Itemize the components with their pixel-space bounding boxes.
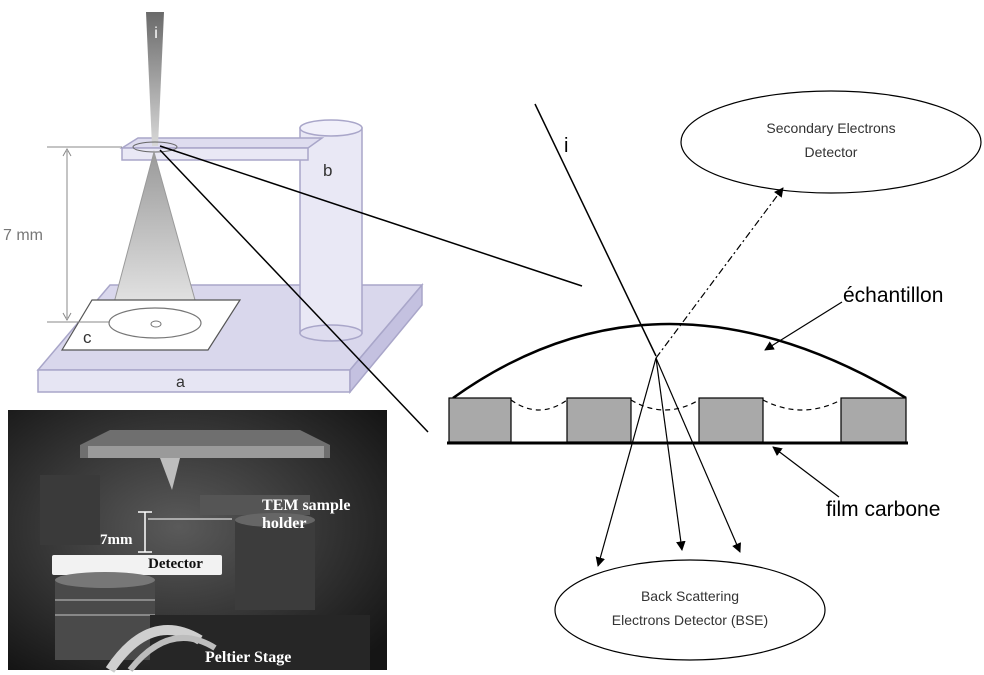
film-label: film carbone <box>826 498 940 521</box>
membrane-dashed <box>510 399 842 411</box>
photo-panel: 7mm Detector TEM sample holder Peltier S… <box>8 410 387 673</box>
se-detector-label-line1: Secondary Electrons <box>766 120 895 136</box>
bse-detector <box>554 559 826 661</box>
photo-distance-label: 7mm <box>100 532 133 548</box>
bse-rays <box>595 357 741 567</box>
plate-label-c: c <box>83 328 92 347</box>
secondary-electron-path <box>655 187 784 359</box>
photo-holder-label-line2: holder <box>262 515 306 532</box>
zoom-line-lower <box>159 149 429 433</box>
cylinder-label-b: b <box>323 161 332 180</box>
photo-detector-bar <box>52 555 222 575</box>
cylinder-b <box>299 119 363 342</box>
photo-stage-label: Peltier Stage <box>205 649 291 666</box>
sample-dome <box>452 322 907 400</box>
se-detector-label-line2: Detector <box>805 144 858 160</box>
schematic: i b 7 mm c a <box>3 12 424 395</box>
photo-detector-label: Detector <box>148 556 203 572</box>
sample-label: échantillon <box>843 284 943 307</box>
se-detector <box>680 90 982 194</box>
incident-beam-line <box>534 103 657 357</box>
zoom-line-upper <box>159 145 583 287</box>
grid-bars <box>448 397 907 443</box>
sample-pointer <box>764 301 843 351</box>
beam-label-i: i <box>154 25 158 42</box>
stage-label-a: a <box>176 374 185 391</box>
film-pointer <box>772 446 840 498</box>
detail-diagram: Secondary Electrons Detector Back Scatte… <box>447 90 982 661</box>
detail-beam-label-i: i <box>564 135 568 157</box>
bse-detector-label-line1: Back Scattering <box>641 588 739 604</box>
incident-beam-cone <box>146 12 164 146</box>
bse-detector-label-line2: Electrons Detector (BSE) <box>612 612 768 628</box>
distance-label: 7 mm <box>3 227 43 244</box>
sample-spot <box>132 141 178 153</box>
photo-holder-label-line1: TEM sample <box>262 497 350 514</box>
transmitted-cone <box>110 152 200 318</box>
distance-dimension <box>47 146 122 323</box>
